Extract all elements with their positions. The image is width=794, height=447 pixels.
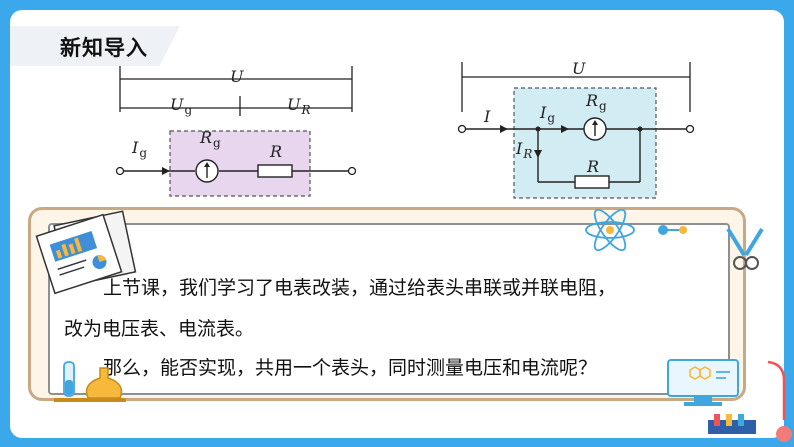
drip-tube-icon — [767, 360, 792, 442]
title-banner — [10, 26, 180, 66]
page-title: 新知导入 — [60, 36, 148, 60]
paragraph-line-1: 上节课，我们学习了电表改装，通过给表头串联或并联电阻， — [103, 277, 617, 299]
terminal-left — [115, 166, 125, 176]
parallel-meter-current-label: Ig — [539, 103, 555, 125]
parallel-resistor-current-label: IR — [515, 139, 532, 161]
series-meter-voltage-label: Ug — [170, 95, 192, 117]
resistor-current-arrow — [534, 150, 542, 158]
paragraph-line-2: 改为电压表、电流表。 — [64, 318, 255, 340]
resistor-icon — [574, 175, 610, 189]
series-resistor-label: R — [269, 142, 282, 161]
molecule-icon — [658, 225, 687, 235]
series-total-voltage-label: U — [230, 67, 244, 86]
paragraph-line-3: 那么，能否实现，共用一个表头，同时测量电压和电流呢？ — [103, 357, 598, 379]
series-meter-box — [169, 130, 311, 197]
terminal-right — [685, 124, 695, 134]
lab-flask-icon — [54, 361, 126, 402]
total-current-arrow — [500, 125, 508, 133]
meter-current-arrow — [561, 125, 569, 133]
scissors-tool-icon — [726, 227, 764, 270]
test-tube-rack-icon — [708, 414, 756, 434]
resistor-icon — [257, 164, 293, 178]
series-resistor-voltage-label: UR — [287, 95, 311, 117]
galvanometer-icon — [195, 159, 219, 183]
parallel-resistor-label: R — [586, 157, 599, 176]
report-chart-icon — [35, 210, 137, 295]
galvanometer-icon — [583, 117, 607, 141]
terminal-right — [347, 166, 357, 176]
current-arrow — [162, 167, 170, 175]
content-panel — [48, 223, 730, 395]
monitor-molecule-icon — [667, 359, 739, 406]
series-current-label: Ig — [131, 138, 147, 160]
parallel-meter-resistance-label: Rg — [585, 91, 607, 113]
atom-icon — [585, 208, 635, 252]
parallel-total-voltage-label: U — [572, 59, 586, 78]
series-meter-resistance-label: Rg — [199, 128, 221, 150]
parallel-total-current-label: I — [483, 107, 491, 126]
terminal-left — [457, 124, 467, 134]
